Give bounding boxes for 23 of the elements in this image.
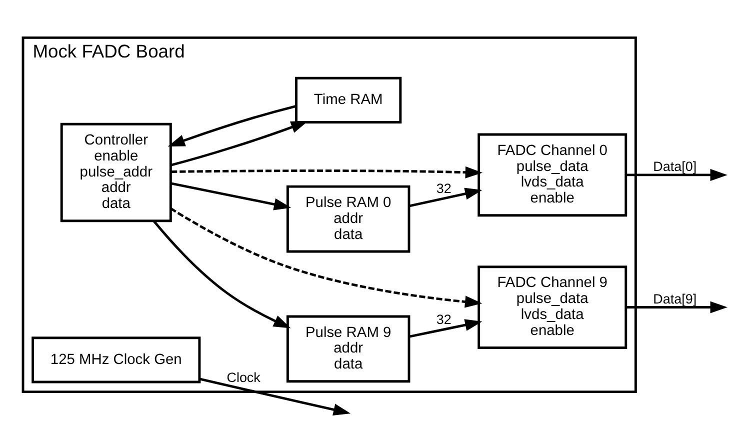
arrow xyxy=(171,166,483,178)
arrow xyxy=(170,206,482,308)
edge-label: Data[9] xyxy=(653,290,697,306)
arrow xyxy=(626,168,728,180)
node-box: Pulse RAM 9 addr data xyxy=(286,314,410,382)
arrow xyxy=(168,104,296,146)
node-box: Pulse RAM 0 addr data xyxy=(286,184,410,252)
node-box: Controller enable pulse_addr addr data xyxy=(60,122,172,222)
arrow xyxy=(170,182,292,210)
arrow xyxy=(153,220,291,328)
arrow xyxy=(409,187,482,207)
edge-label: Clock xyxy=(226,369,260,384)
node-box: FADC Channel 9 pulse_data lvds_data enable xyxy=(478,265,628,348)
node-box: Time RAM xyxy=(295,76,402,123)
arrow xyxy=(626,300,728,313)
node-box: FADC Channel 0 pulse_data lvds_data enable xyxy=(478,132,628,216)
arrow xyxy=(199,377,351,416)
arrow xyxy=(409,318,482,338)
edge-label: 32 xyxy=(436,180,452,196)
node-box: 125 MHz Clock Gen xyxy=(32,336,201,383)
edge-label: 32 xyxy=(436,312,452,327)
edge-label: Data[0] xyxy=(653,158,697,174)
arrow xyxy=(170,120,308,166)
